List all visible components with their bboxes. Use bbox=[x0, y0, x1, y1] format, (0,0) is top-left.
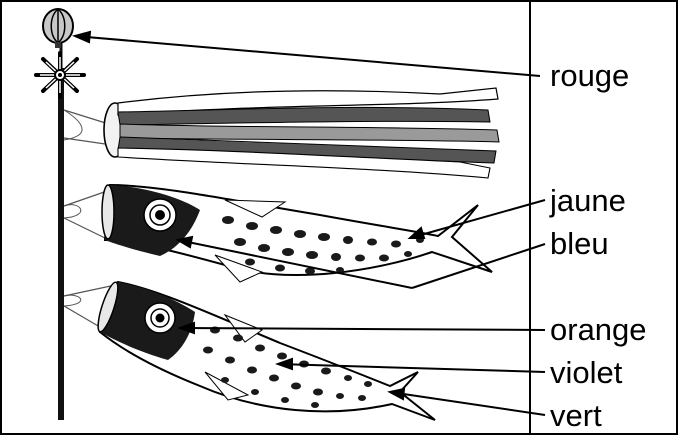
label-orange: orange bbox=[550, 312, 647, 347]
label-violet: violet bbox=[550, 355, 623, 390]
pinwheel-ornament bbox=[36, 53, 84, 97]
label-vert: vert bbox=[550, 398, 602, 433]
lower-carp bbox=[64, 280, 435, 420]
streamer bbox=[64, 88, 499, 178]
label-jaune: jaune bbox=[549, 183, 626, 218]
label-rouge: rouge bbox=[550, 58, 629, 93]
ball-ornament bbox=[43, 9, 73, 48]
leader-rouge bbox=[75, 32, 540, 76]
label-bleu: bleu bbox=[550, 226, 609, 261]
